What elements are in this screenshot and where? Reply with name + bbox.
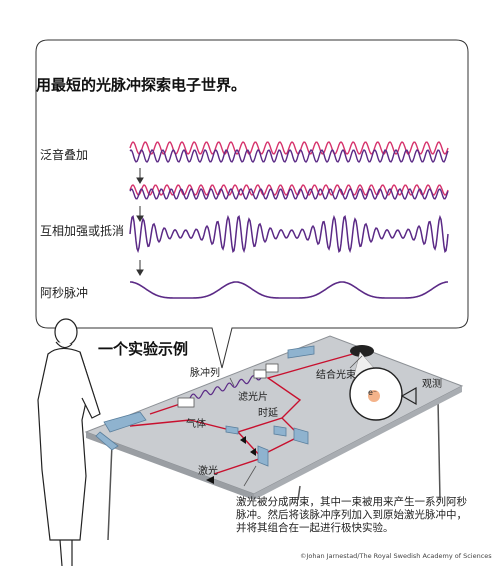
experiment-caption: 激光被分成两束，其中一束被用来产生一系列阿秒脉冲。然后将该脉冲序列加入到原始激光… xyxy=(236,496,467,534)
leader-lines xyxy=(229,355,363,487)
page-title: 用最短的光脉冲探索电子世界。 xyxy=(36,76,247,94)
laser-beam xyxy=(129,351,361,475)
scientist-figure xyxy=(37,318,101,567)
optics xyxy=(95,345,315,467)
label-interference: 互相加强或抵消 xyxy=(40,224,125,238)
detector xyxy=(349,345,417,421)
label-gas: 气体 xyxy=(186,419,206,430)
electron-label: e⁻ xyxy=(368,388,378,397)
label-observation: 观测 xyxy=(422,379,442,390)
label-combined-beam: 结合光束 xyxy=(316,370,356,381)
speech-bubble xyxy=(35,39,469,369)
down-arrow-icon xyxy=(136,260,144,276)
label-superposition: 泛音叠加 xyxy=(40,148,89,162)
interference-wave xyxy=(129,214,449,254)
label-filter: 滤光片 xyxy=(238,392,268,403)
down-arrow-icon xyxy=(136,168,144,184)
down-arrow-icon xyxy=(136,206,144,222)
experiment-title: 一个实验示例 xyxy=(98,340,189,358)
image-credit: ©Johan Jarnestad/The Royal Swedish Acade… xyxy=(300,552,492,560)
eye-observer-icon xyxy=(400,386,417,406)
overtone-wave-purple xyxy=(129,148,449,164)
direction-arrow-icon xyxy=(206,436,256,484)
overtone-wave-pink xyxy=(129,141,449,155)
label-laser: 激光 xyxy=(198,466,218,477)
pulse-train-wave xyxy=(189,375,263,399)
label-delay: 时延 xyxy=(258,408,278,419)
label-pulse-train: 脉冲列 xyxy=(190,368,220,379)
overtone-sum-wave-purple xyxy=(129,188,449,200)
label-attosecond-pulse: 阿秒脉冲 xyxy=(40,286,89,300)
attosecond-pulse-wave xyxy=(130,281,448,299)
